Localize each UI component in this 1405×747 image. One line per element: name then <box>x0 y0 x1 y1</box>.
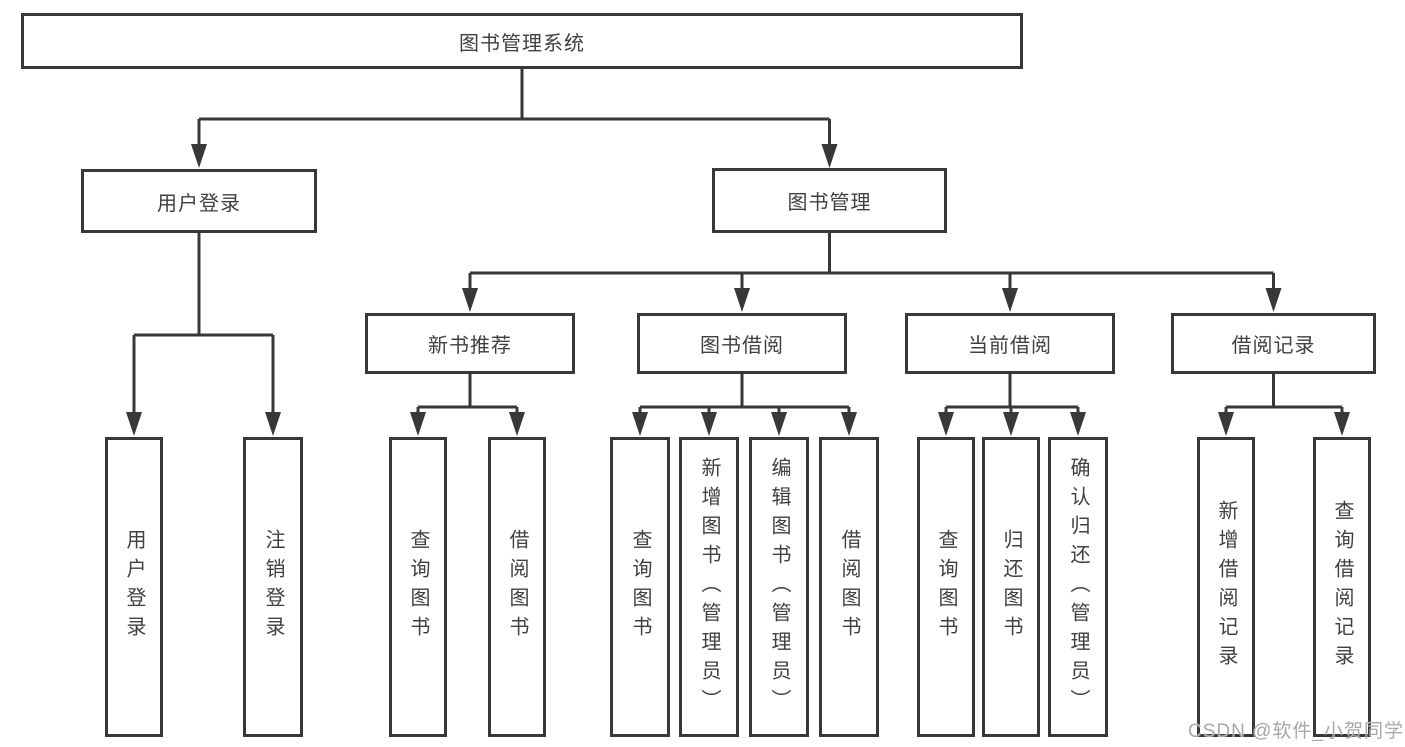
leaf-user-login: 用户登录 <box>105 437 163 737</box>
leaf-logout: 注销登录 <box>243 437 303 737</box>
node-root-label: 图书管理系统 <box>459 32 585 55</box>
leaf-edit-book-admin-label: 编辑图书（管理员） <box>768 456 790 718</box>
leaf-add-book-admin-label: 新增图书（管理员） <box>698 456 720 718</box>
node-new-book-recommend: 新书推荐 <box>365 313 575 374</box>
leaf-add-borrow-record-label: 新增借阅记录 <box>1215 500 1237 674</box>
node-current-borrow-label: 当前借阅 <box>968 335 1052 357</box>
node-book-borrow-label: 图书借阅 <box>700 335 784 357</box>
leaf-query-books-3: 查询图书 <box>917 437 975 737</box>
leaf-confirm-return-admin: 确认归还（管理员） <box>1048 437 1108 737</box>
leaf-borrow-books-1: 借阅图书 <box>488 437 546 737</box>
leaf-query-books-1-label: 查询图书 <box>407 529 429 645</box>
leaf-query-books-1: 查询图书 <box>389 437 447 737</box>
leaf-borrow-books-2-label: 借阅图书 <box>838 529 860 645</box>
node-book-management-label: 图书管理 <box>787 192 872 214</box>
node-user-login: 用户登录 <box>81 169 317 233</box>
leaf-user-login-label: 用户登录 <box>123 529 145 645</box>
leaf-query-books-2-label: 查询图书 <box>629 529 651 645</box>
node-new-book-recommend-label: 新书推荐 <box>428 335 512 357</box>
leaf-query-borrow-record-label: 查询借阅记录 <box>1331 500 1353 674</box>
node-borrow-records: 借阅记录 <box>1171 313 1376 374</box>
csdn-watermark: CSDN @软件_小贺同学 <box>1188 721 1404 742</box>
node-book-management: 图书管理 <box>712 168 947 233</box>
node-root: 图书管理系统 <box>21 13 1023 69</box>
leaf-query-books-3-label: 查询图书 <box>935 529 957 645</box>
leaf-add-borrow-record: 新增借阅记录 <box>1197 437 1255 737</box>
leaf-return-book: 归还图书 <box>982 437 1040 737</box>
leaf-borrow-books-1-label: 借阅图书 <box>506 529 528 645</box>
node-user-login-label: 用户登录 <box>157 192 241 215</box>
leaf-confirm-return-admin-label: 确认归还（管理员） <box>1067 456 1089 718</box>
node-book-borrow: 图书借阅 <box>637 313 847 374</box>
leaf-return-book-label: 归还图书 <box>1000 529 1022 645</box>
node-current-borrow: 当前借阅 <box>905 313 1115 374</box>
leaf-query-books-2: 查询图书 <box>610 437 670 737</box>
leaf-borrow-books-2: 借阅图书 <box>819 437 879 737</box>
leaf-query-borrow-record: 查询借阅记录 <box>1313 437 1371 737</box>
leaf-edit-book-admin: 编辑图书（管理员） <box>749 437 809 737</box>
leaf-add-book-admin: 新增图书（管理员） <box>679 437 739 737</box>
leaf-logout-label: 注销登录 <box>262 529 284 645</box>
node-borrow-records-label: 借阅记录 <box>1231 335 1316 357</box>
